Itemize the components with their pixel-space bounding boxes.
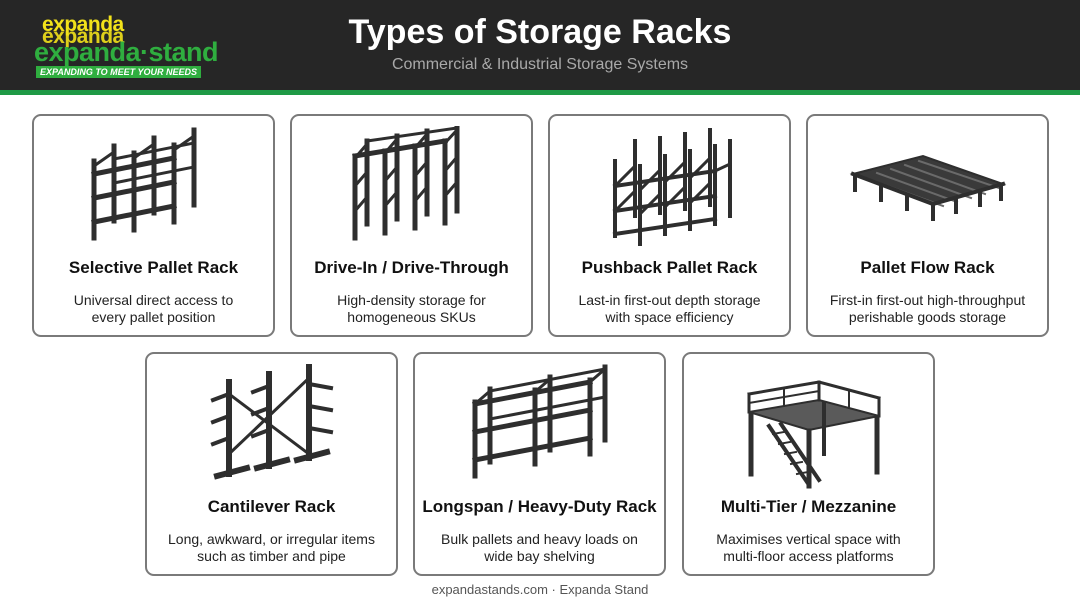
card-description-line-1: Universal direct access to — [73, 292, 234, 308]
longspan-rack-icon — [471, 364, 607, 479]
card-multi-tier-mezzanine[interactable]: Multi-Tier / Mezzanine Maximises vertica… — [682, 352, 935, 576]
card-description-line-2: multi-floor access platforms — [723, 548, 894, 564]
card-title: Multi-Tier / Mezzanine — [720, 497, 897, 516]
header-bar: expanda expanda expanda·stand EXPANDING … — [0, 0, 1080, 90]
pushback-rack-icon — [612, 128, 732, 246]
card-pallet-flow-rack[interactable]: Pallet Flow Rack First-in first-out high… — [806, 114, 1049, 337]
card-selective-pallet-rack[interactable]: Selective Pallet Rack Universal direct a… — [32, 114, 275, 337]
card-cantilever-rack[interactable]: Cantilever Rack Long, awkward, or irregu… — [145, 352, 398, 576]
card-description-line-1: First-in first-out high-throughput — [829, 292, 1026, 308]
card-pushback-pallet-rack[interactable]: Pushback Pallet Rack Last-in first-out d… — [548, 114, 791, 337]
card-title: Cantilever Rack — [207, 497, 336, 516]
expanda-stand-logo[interactable]: expanda expanda expanda·stand EXPANDING … — [32, 14, 232, 78]
card-description-line-2: perishable goods storage — [848, 309, 1007, 325]
cantilever-rack-icon — [209, 364, 333, 480]
card-description-line-2: such as timber and pipe — [197, 548, 346, 564]
card-description-line-1: Last-in first-out depth storage — [578, 292, 761, 308]
card-description-line-2: every pallet position — [91, 309, 216, 325]
logo-brand-top: expanda — [42, 13, 124, 36]
card-title: Pushback Pallet Rack — [581, 258, 758, 277]
card-description-line-1: Maximises vertical space with — [716, 531, 901, 547]
drive-in-rack-icon — [351, 126, 459, 241]
card-description-line-2: wide bay shelving — [484, 548, 595, 564]
mezzanine-icon — [746, 380, 881, 489]
card-title: Pallet Flow Rack — [860, 258, 995, 277]
selective-pallet-rack-icon — [90, 127, 196, 241]
footer-credit: expandastands.com · Expanda Stand — [431, 582, 649, 597]
logo-tagline: EXPANDING TO MEET YOUR NEEDS — [36, 66, 202, 78]
card-description-line-1: Bulk pallets and heavy loads on — [441, 531, 638, 547]
pallet-flow-rack-icon — [849, 154, 1006, 221]
card-title: Selective Pallet Rack — [68, 258, 239, 277]
card-description-line-2: with space efficiency — [605, 309, 734, 325]
logo-brand-main: expanda·stand — [34, 37, 219, 67]
logo-brand-top-shadow: expanda — [42, 25, 124, 48]
card-description-line-1: High-density storage for — [337, 292, 486, 308]
page-subtitle: Commercial & Industrial Storage Systems — [391, 56, 689, 73]
header-accent-stripe — [0, 90, 1080, 95]
card-title: Longspan / Heavy-Duty Rack — [422, 497, 657, 516]
card-drive-in-drive-through[interactable]: Drive-In / Drive-Through High-density st… — [290, 114, 533, 337]
card-title: Drive-In / Drive-Through — [314, 258, 509, 277]
card-longspan-heavy-duty-rack[interactable]: Longspan / Heavy-Duty Rack Bulk pallets … — [413, 352, 666, 576]
page-title: Types of Storage Racks — [348, 13, 732, 51]
card-description-line-2: homogeneous SKUs — [347, 309, 476, 325]
card-description-line-1: Long, awkward, or irregular items — [168, 531, 375, 547]
